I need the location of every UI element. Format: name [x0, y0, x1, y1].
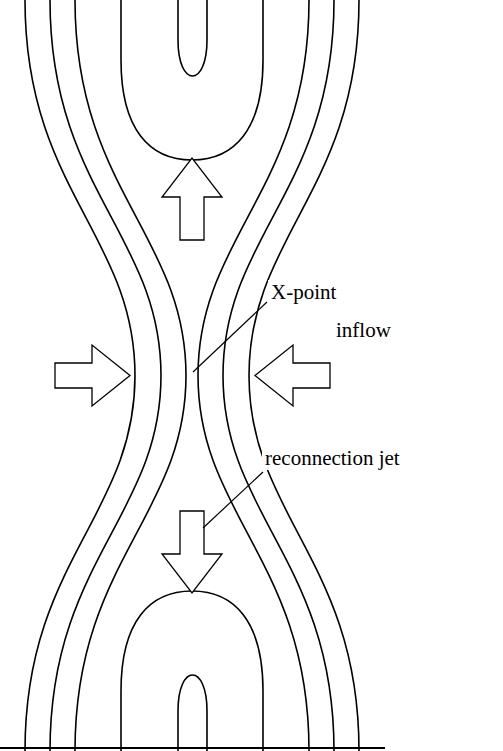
x-point-label: X-point — [268, 280, 339, 304]
base-line — [0, 747, 385, 749]
field-line — [121, 591, 263, 751]
inflow-label: inflow — [333, 318, 394, 342]
field-line — [121, 0, 263, 160]
jet-label: reconnection jet — [262, 446, 403, 470]
inflow-arrow — [55, 345, 130, 406]
leader-line — [203, 472, 263, 528]
field-line — [223, 0, 334, 751]
field-line — [178, 675, 207, 751]
outflow-arrow — [162, 511, 222, 593]
leader-line — [193, 302, 267, 372]
field-line — [25, 0, 135, 751]
outflow-arrow — [162, 158, 222, 240]
field-line — [249, 0, 359, 751]
field-line — [178, 0, 207, 76]
inflow-arrow — [255, 345, 330, 406]
field-line — [50, 0, 161, 751]
